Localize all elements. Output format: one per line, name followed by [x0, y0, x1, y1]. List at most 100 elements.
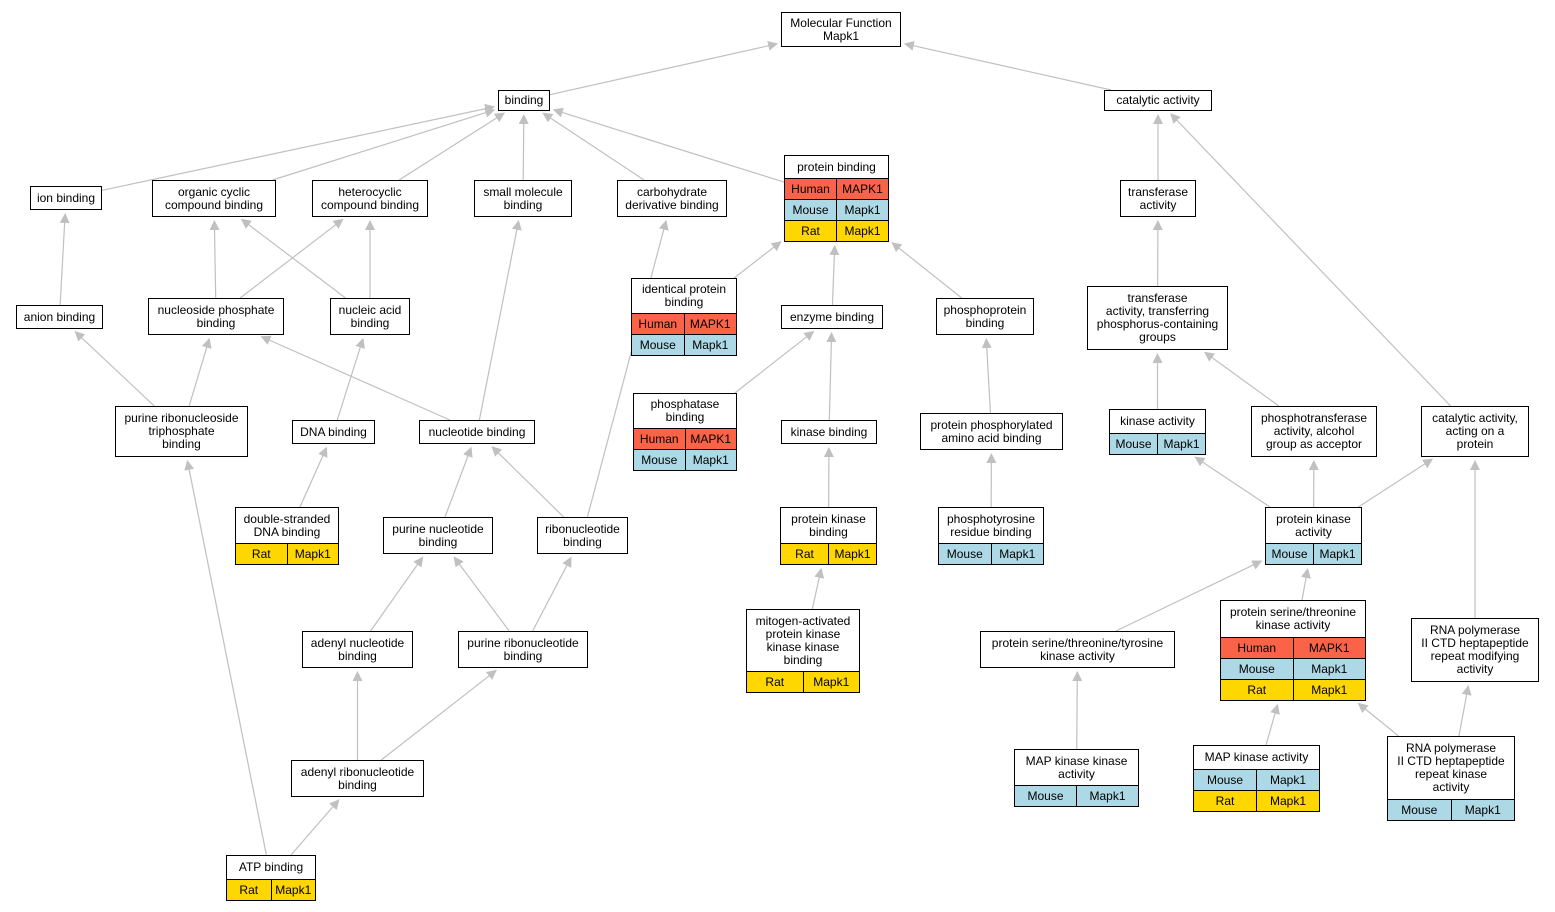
- edge-pstyka-to-pka: [1115, 560, 1263, 632]
- term-label: protein kinase binding: [791, 512, 866, 539]
- term-label: protein phosphorylated amino acid bindin…: [930, 418, 1053, 445]
- species-cell: Human: [1221, 637, 1293, 659]
- term-label: binding: [504, 93, 544, 107]
- edge-ppab-to-ppb: [981, 337, 992, 414]
- term-label: protein serine/threonine kinase activity: [1229, 605, 1357, 632]
- species-cell: Rat: [1194, 790, 1257, 811]
- edge-nab-to-occ: [240, 218, 346, 299]
- edge-cdb-to-binding: [542, 112, 645, 181]
- species-cell: Rat: [781, 543, 829, 564]
- term-node-tatp: transferase activity, transferring phosp…: [1087, 286, 1228, 350]
- edge-mapkkk-to-pkb: [811, 567, 825, 610]
- edge-pka-to-ka: [1194, 456, 1271, 508]
- edge-arnb-to-prnb: [380, 669, 497, 761]
- term-label: phosphotransferase activity, alcohol gro…: [1260, 411, 1368, 451]
- term-node-npb: nucleoside phosphate binding: [148, 298, 284, 335]
- term-node-rnapk: RNA polymerase II CTD heptapeptide repea…: [1387, 736, 1515, 821]
- term-label: nucleoside phosphate binding: [157, 303, 275, 330]
- term-node-rnb: ribonucleotide binding: [537, 517, 628, 554]
- gene-cell: Mapk1: [836, 199, 888, 221]
- gene-cell: Mapk1: [1292, 679, 1365, 700]
- edge-anb-to-pnb: [370, 556, 424, 632]
- edge-caap-to-catalytic: [1170, 113, 1452, 407]
- edge-rnb-to-ntb: [491, 446, 565, 518]
- term-node-pnb: purine nucleotide binding: [383, 517, 493, 554]
- term-node-ptaa: phosphotransferase activity, alcohol gro…: [1251, 406, 1377, 457]
- term-label: nucleic acid binding: [338, 303, 402, 330]
- species-cell: Rat: [785, 220, 837, 241]
- gene-cell: Mapk1: [1313, 543, 1361, 564]
- species-cell: Mouse: [634, 449, 685, 470]
- term-node-mapkkk: mitogen-activated protein kinase kinase …: [746, 609, 860, 693]
- term-label: kinase activity: [1120, 414, 1195, 428]
- gene-cell: Mapk1: [286, 543, 338, 564]
- term-label: enzyme binding: [789, 310, 875, 324]
- term-label: ribonucleotide binding: [545, 522, 620, 549]
- term-node-kb: kinase binding: [781, 420, 877, 444]
- term-label: catalytic activity, acting on a protein: [1432, 411, 1518, 451]
- edge-catalytic-to-mf: [903, 40, 1112, 91]
- term-node-hcc: heterocyclic compound binding: [312, 180, 428, 217]
- gene-cell: Mapk1: [990, 543, 1043, 564]
- term-label: carbohydrate derivative binding: [625, 185, 719, 212]
- term-label: anion binding: [23, 310, 96, 324]
- edge-prnb-to-rnb: [532, 556, 572, 632]
- term-label: ATP binding: [238, 860, 304, 874]
- species-cell: Human: [632, 313, 684, 335]
- edge-rnapk-to-pstka: [1357, 702, 1399, 737]
- species-cell: Mouse: [1110, 433, 1158, 454]
- term-node-mf: Molecular Function Mapk1: [781, 12, 901, 47]
- edge-prnb-to-pnb: [453, 556, 510, 632]
- term-label: catalytic activity: [1116, 93, 1200, 107]
- term-node-ta: transferase activity: [1120, 180, 1196, 217]
- term-node-pstyka: protein serine/threonine/tyrosine kinase…: [980, 631, 1175, 668]
- term-label: RNA polymerase II CTD heptapeptide repea…: [1421, 623, 1529, 676]
- term-label: ion binding: [36, 191, 96, 205]
- term-label: purine nucleotide binding: [392, 522, 484, 549]
- term-label: transferase activity: [1127, 185, 1189, 212]
- term-label: MAP kinase kinase activity: [1025, 754, 1128, 781]
- edge-pnb-to-ntb: [444, 446, 473, 518]
- edge-rnb-to-cdb: [586, 219, 669, 518]
- species-cell: Mouse: [1015, 785, 1077, 806]
- gene-cell: Mapk1: [1256, 790, 1319, 811]
- edge-phb-to-eb: [734, 330, 815, 394]
- term-label: kinase binding: [790, 425, 868, 439]
- term-label: adenyl nucleotide binding: [310, 636, 405, 663]
- term-label: purine ribonucleoside triphosphate bindi…: [124, 411, 239, 451]
- gene-cell: Mapk1: [828, 543, 876, 564]
- term-label: protein kinase activity: [1276, 512, 1351, 539]
- gene-cell: Mapk1: [836, 220, 888, 241]
- edge-prtb-to-anion: [74, 331, 155, 407]
- edge-ppb-to-pb: [891, 242, 963, 299]
- term-node-dnab: DNA binding: [292, 420, 375, 444]
- term-node-anb: adenyl nucleotide binding: [302, 631, 413, 668]
